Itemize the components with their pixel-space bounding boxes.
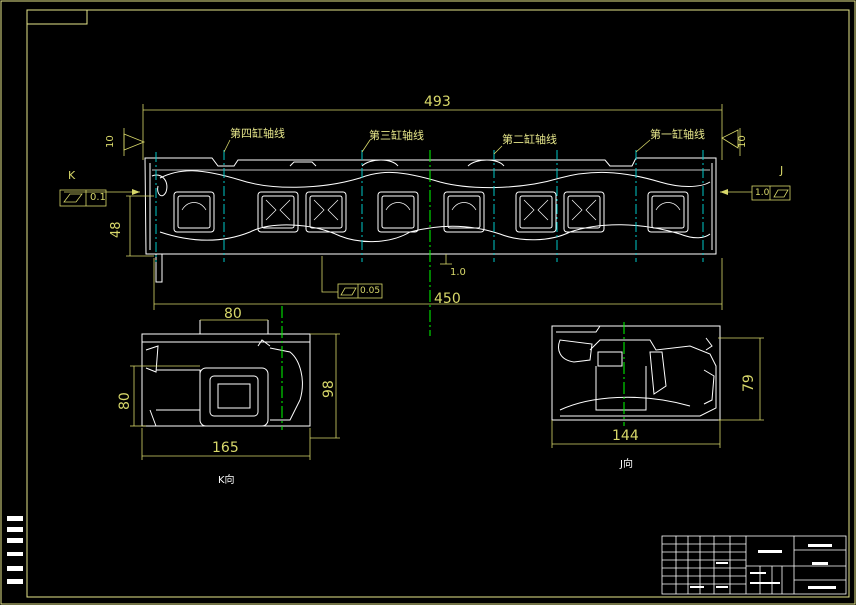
- k-view-dimensions: [130, 319, 340, 460]
- title-corner-box: [26, 9, 88, 25]
- front-view: [144, 157, 717, 283]
- cylinder-axes: [155, 150, 704, 262]
- dim-j-width-144: 144: [612, 428, 639, 444]
- front-view-outline: [144, 157, 717, 255]
- k-view-outline: [141, 333, 311, 427]
- view-k-title: K向: [218, 475, 235, 486]
- cylinder-1-axis-label: 第一缸轴线: [650, 128, 705, 141]
- title-block: [661, 535, 847, 595]
- front-view-dimensions: [64, 104, 752, 310]
- k-view: [141, 320, 311, 427]
- dim-overall-length: 493: [424, 94, 451, 110]
- dim-k-height-98: 98: [321, 380, 337, 398]
- cylinder-4-axis-label: 第四缸轴线: [230, 127, 285, 140]
- dim-k-width-165: 165: [212, 440, 239, 456]
- dim-k-width-80: 80: [224, 306, 242, 322]
- tolerance-flatness-bottom: 0.05: [360, 286, 381, 296]
- intake-ports: [173, 191, 689, 233]
- j-view: [551, 325, 721, 421]
- datum-right: 10: [737, 135, 748, 148]
- dim-k-height-80: 80: [117, 392, 133, 410]
- title-block-fill-marks: [690, 544, 836, 589]
- view-j-arrow-label: J: [780, 164, 784, 177]
- left-margin-marks: [7, 516, 23, 584]
- view-j-title: J向: [620, 459, 633, 470]
- cylinder-2-axis-label: 第二缸轴线: [502, 133, 557, 146]
- dim-height-48: 48: [109, 221, 124, 238]
- tolerance-flatness-k: 0.1: [90, 192, 106, 203]
- sheet-border-inner: [26, 9, 850, 598]
- j-view-dimensions: [551, 337, 764, 448]
- dim-length-450: 450: [434, 291, 461, 307]
- dim-j-height-79: 79: [741, 374, 757, 392]
- tolerance-flatness-j: 1.0: [755, 188, 770, 198]
- cylinder-3-axis-label: 第三缸轴线: [369, 129, 424, 142]
- arrow-k: [132, 189, 140, 195]
- tolerance-frames: [59, 185, 791, 299]
- arrow-j: [720, 189, 728, 195]
- datum-left: 10: [105, 135, 116, 148]
- datum-center: 1.0: [450, 267, 466, 278]
- view-k-arrow-label: K: [68, 169, 76, 182]
